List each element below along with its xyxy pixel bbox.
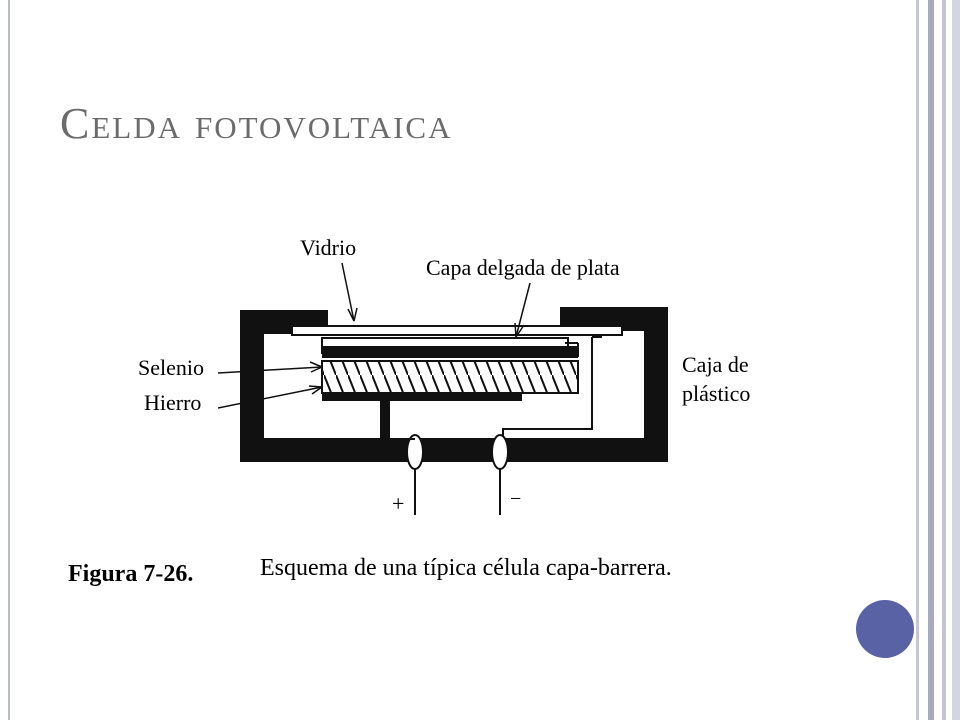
photovoltaic-cell-diagram: Vidrio Capa delgada de plata Selenio Hie… bbox=[60, 225, 820, 600]
label-minus: − bbox=[510, 488, 521, 510]
diagram-svg: Vidrio Capa delgada de plata Selenio Hie… bbox=[68, 235, 750, 587]
slide-title: Celda fotovoltaica bbox=[60, 99, 453, 148]
label-selenio: Selenio bbox=[138, 355, 204, 380]
right-decorative-bars bbox=[916, 0, 960, 720]
label-plus: + bbox=[392, 491, 404, 516]
caption-text: Esquema de una típica célula capa-barrer… bbox=[260, 555, 672, 581]
label-vidrio: Vidrio bbox=[300, 235, 356, 260]
positive-terminal bbox=[390, 434, 424, 515]
iron-layer bbox=[321, 360, 579, 394]
label-caja-1: Caja de bbox=[682, 352, 749, 377]
selenium-layer bbox=[322, 346, 578, 358]
decorative-circle bbox=[856, 600, 914, 658]
label-capa: Capa delgada de plata bbox=[426, 255, 620, 280]
negative-terminal bbox=[491, 434, 509, 515]
label-caja-2: plástico bbox=[682, 381, 750, 406]
left-border bbox=[0, 0, 10, 720]
glass-plate bbox=[291, 325, 623, 336]
caption-figure: Figura 7-26. bbox=[68, 561, 193, 587]
label-hierro: Hierro bbox=[144, 390, 201, 415]
